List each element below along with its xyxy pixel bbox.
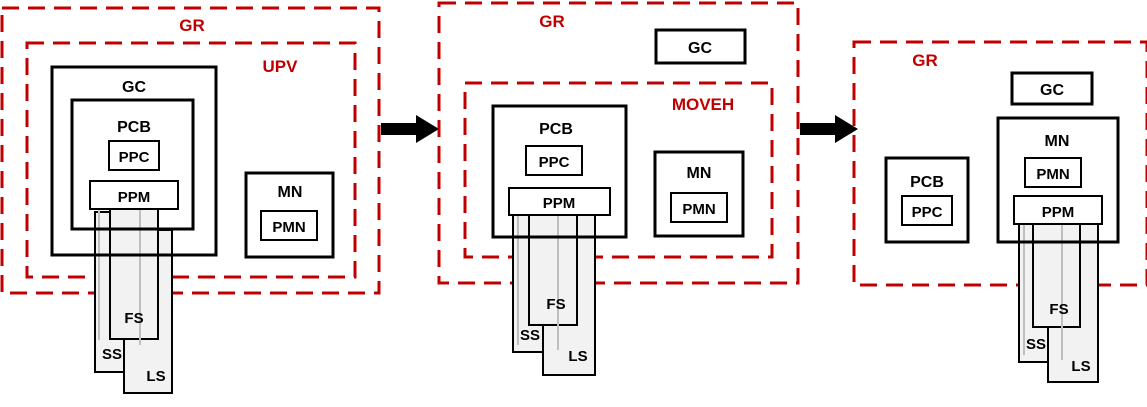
pcb-label-1: PCB xyxy=(117,119,151,136)
process-stack-2: FS SS LS xyxy=(512,204,596,376)
gr-label-1: GR xyxy=(179,16,205,35)
right-arrow-icon xyxy=(381,115,439,143)
ppm-label-1: PPM xyxy=(118,189,151,206)
pmn-label-1: PMN xyxy=(272,219,305,236)
ppc-label-2: PPC xyxy=(539,154,570,171)
stage-3: GR GC PCB PPC FS SS LS MN PMN PPM xyxy=(852,40,1147,383)
pmn-label-3: PMN xyxy=(1036,166,1069,183)
mn-box-2 xyxy=(653,150,745,238)
stage-2: GR GC MOVEH FS SS LS PCB PPC PPM MN PMN xyxy=(437,1,800,376)
mn-label-1: MN xyxy=(278,184,303,201)
ppm-label-2: PPM xyxy=(543,195,576,212)
pmn-box-2 xyxy=(670,192,728,223)
pmn-box-1 xyxy=(260,210,318,241)
ls-label-3: LS xyxy=(1071,358,1090,375)
pcb-box-3 xyxy=(884,156,970,244)
ppm-label-3: PPM xyxy=(1042,204,1075,221)
ppc-label-3: PPC xyxy=(912,204,943,221)
ls-label-1: LS xyxy=(146,368,165,385)
gc-label-2: GC xyxy=(688,40,712,57)
gr-label-2: GR xyxy=(539,12,565,31)
gc-box-2 xyxy=(654,28,747,65)
fs-box-2 xyxy=(528,204,578,326)
process-stack-3: FS SS LS xyxy=(1018,214,1099,383)
moveh-group xyxy=(463,81,774,259)
ppc-box-1 xyxy=(108,140,160,171)
fs-label-1: FS xyxy=(124,310,143,327)
ppc-box-2 xyxy=(525,145,583,176)
fs-label-2: FS xyxy=(546,296,565,313)
pcb-label-2: PCB xyxy=(539,121,573,138)
ppm-box-3 xyxy=(1013,195,1103,225)
fs-box-3 xyxy=(1032,214,1081,328)
gr-group-2 xyxy=(437,1,800,285)
gc-label-3: GC xyxy=(1040,82,1064,99)
gc-box-1 xyxy=(50,65,218,257)
fs-label-3: FS xyxy=(1049,301,1068,318)
ppm-box-1 xyxy=(89,180,179,210)
mn-box-1 xyxy=(244,171,335,259)
stage-1: GR UPV FS SS LS GC PCB PPC PPM MN PMN xyxy=(0,6,381,394)
upv-group xyxy=(25,41,357,279)
mn-label-2: MN xyxy=(687,165,712,182)
pmn-box-3 xyxy=(1024,157,1082,188)
gr-group-3 xyxy=(852,40,1147,287)
mn-box-3 xyxy=(996,116,1120,244)
mn-label-3: MN xyxy=(1045,133,1070,150)
pcb-box-1 xyxy=(70,98,195,231)
moveh-label: MOVEH xyxy=(672,95,734,114)
ppm-box-2 xyxy=(508,187,611,216)
gc-box-3 xyxy=(1010,71,1094,106)
ss-label-1: SS xyxy=(102,346,122,363)
ls-label-2: LS xyxy=(568,348,587,365)
ss-label-2: SS xyxy=(520,327,540,344)
process-stack-1: FS SS LS xyxy=(94,196,173,394)
ppc-box-3 xyxy=(901,195,953,226)
gc-label-1: GC xyxy=(122,79,146,96)
gr-group-1 xyxy=(0,6,381,295)
ppc-label-1: PPC xyxy=(119,149,150,166)
right-arrow-icon xyxy=(800,115,858,143)
upv-label: UPV xyxy=(263,57,299,76)
pcb-label-3: PCB xyxy=(910,174,944,191)
ss-label-3: SS xyxy=(1026,336,1046,353)
pmn-label-2: PMN xyxy=(682,201,715,218)
gr-label-3: GR xyxy=(912,51,938,70)
pcb-box-2 xyxy=(491,104,628,239)
